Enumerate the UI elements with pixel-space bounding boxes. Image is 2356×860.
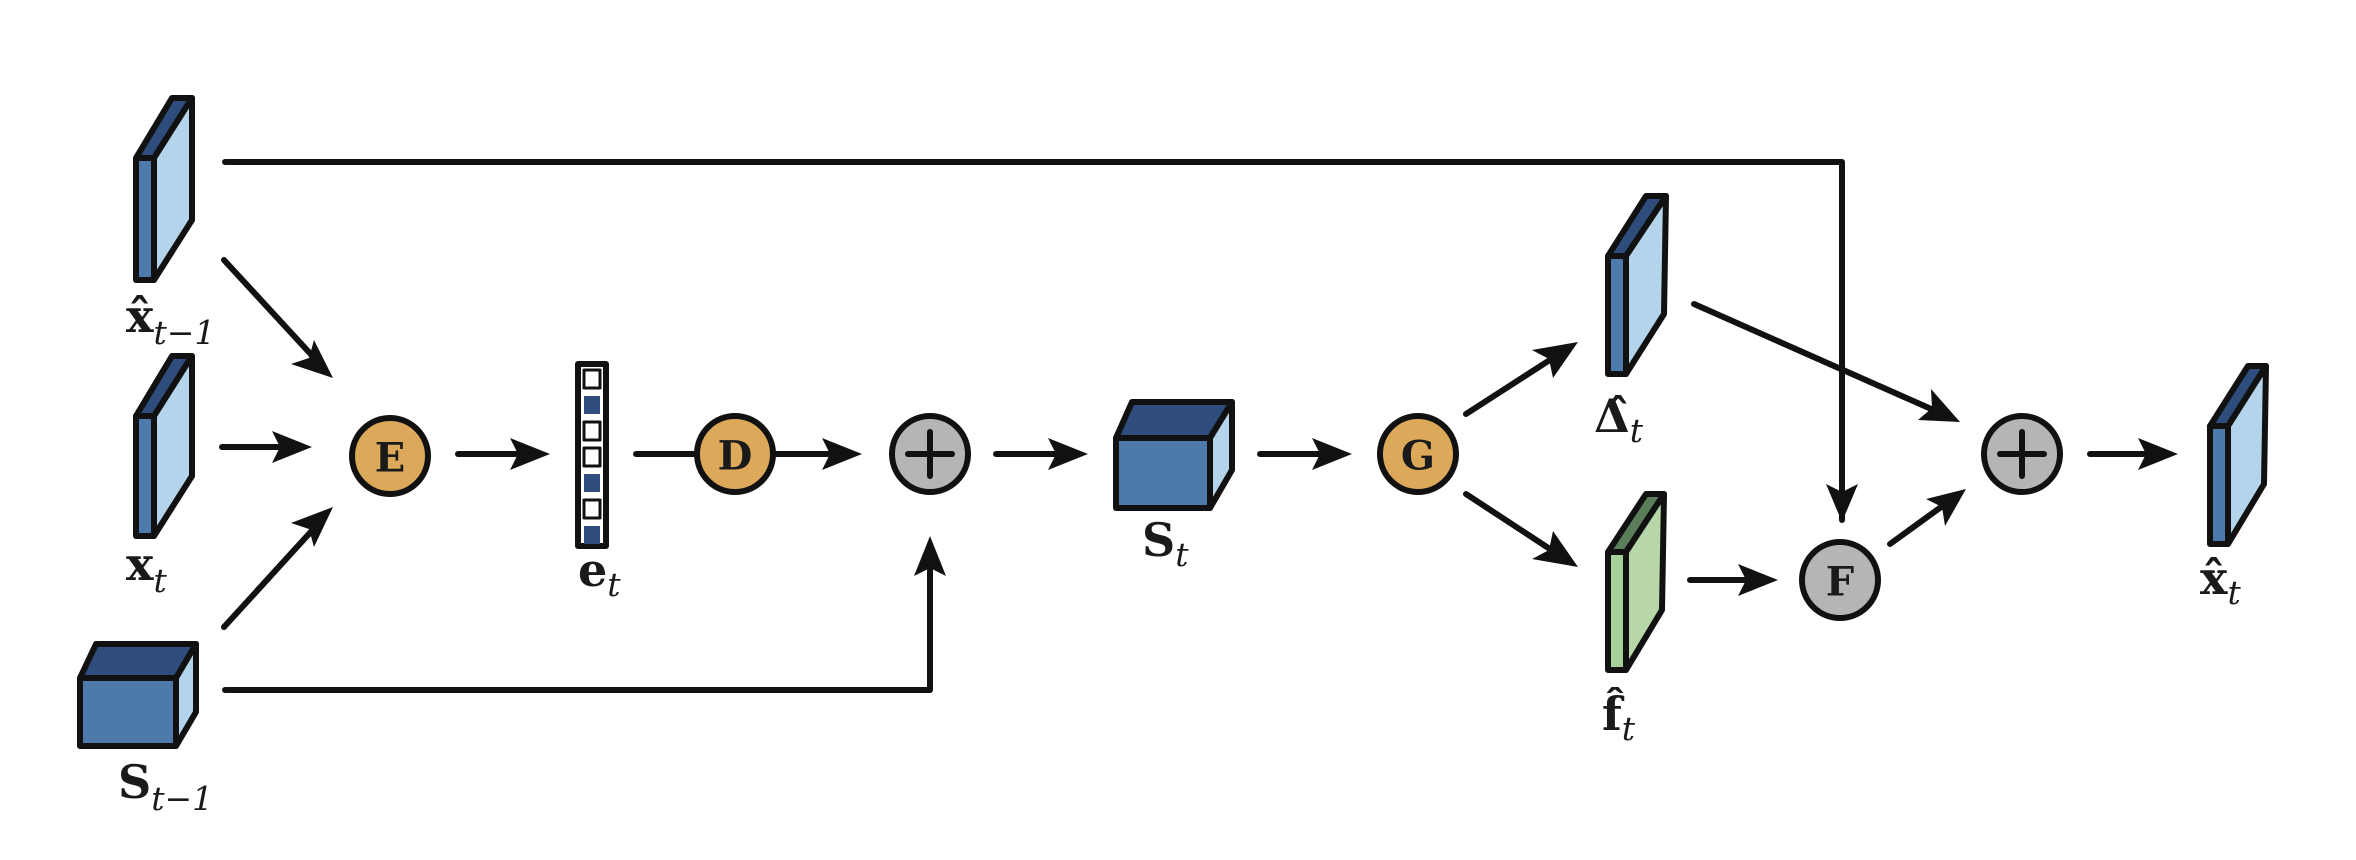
frame-delta-front <box>1605 253 1629 377</box>
node-F: F <box>1799 539 1881 621</box>
state-s-prev-icon <box>77 641 199 749</box>
label-x-hat-t: x̂t <box>2200 551 2241 612</box>
arrowhead-G-to-f <box>1532 531 1578 567</box>
edge-G-to-f <box>1463 491 1559 556</box>
node-F-label: F <box>1826 559 1854 606</box>
label-x-prev: x̂t−1 <box>126 289 215 352</box>
state-s-prev-front <box>77 675 179 749</box>
frame-f-icon <box>1605 491 1667 673</box>
label-f-t: f̂t <box>1602 687 1636 748</box>
code-vector-cell <box>582 420 602 442</box>
edge-sprev-to-E <box>221 521 321 630</box>
label-delta-t: Δ̂t <box>1594 389 1644 450</box>
code-vector-icon <box>575 361 609 549</box>
code-vector-cell <box>584 474 600 492</box>
arrowhead-xprev-to-E <box>291 340 333 378</box>
code-vector-cells <box>582 368 602 544</box>
frame-x-prev-icon <box>133 95 195 283</box>
edge-G-to-delta <box>1463 353 1559 417</box>
node-D: D <box>694 413 776 495</box>
frame-x-prev-front <box>133 155 157 283</box>
arrowhead-xt-to-E <box>272 431 312 463</box>
node-plus1 <box>889 413 971 495</box>
code-vector-cell <box>582 498 602 520</box>
arrowhead-st-to-G <box>1312 438 1352 470</box>
label-s-t: St <box>1142 513 1189 574</box>
arrowhead-F-to-plus2 <box>1926 489 1966 526</box>
arrowhead-delta-to-plus2 <box>1918 389 1960 422</box>
frame-f-front <box>1605 549 1629 673</box>
arrowhead-plus2-to-output <box>2138 438 2178 470</box>
edges <box>219 159 2178 693</box>
edge-xprev-to-F <box>222 159 1845 523</box>
frame-x-hat-icon <box>2207 363 2269 547</box>
node-E-circle <box>349 415 431 497</box>
edge-F-to-plus2 <box>1887 499 1951 547</box>
frame-x-t-icon <box>133 353 195 539</box>
node-plus2 <box>1981 413 2063 495</box>
node-D-circle <box>694 413 776 495</box>
frame-x-hat-front <box>2207 423 2231 547</box>
plus2-glyph <box>1997 429 2047 479</box>
edge-sprev-to-plus1 <box>222 555 933 693</box>
code-vector-cell <box>584 526 600 544</box>
arrowhead-sprev-to-E <box>291 507 333 547</box>
arrowhead-f-to-F <box>1738 564 1778 596</box>
node-G-label: G <box>1401 433 1435 480</box>
node-G-circle <box>1377 413 1459 495</box>
frame-x-t-front <box>133 413 157 539</box>
code-vector-cell <box>584 396 600 414</box>
code-vector-cell <box>582 368 602 390</box>
plus1-glyph <box>905 429 955 479</box>
label-s-prev: St−1 <box>118 755 213 818</box>
node-F-circle <box>1799 539 1881 621</box>
node-E-label: E <box>375 435 406 482</box>
label-x-t: xt <box>126 537 167 600</box>
arrowhead-plus1-to-st <box>1048 438 1088 470</box>
label-e-t: et <box>578 543 621 604</box>
state-s-t-front <box>1113 435 1213 511</box>
edge-delta-to-plus2 <box>1691 301 1941 415</box>
code-vector-cell <box>582 446 602 468</box>
arrowhead-sprev-to-plus1 <box>914 536 946 576</box>
node-D-label: D <box>718 433 753 480</box>
frame-delta-icon <box>1605 193 1669 377</box>
arrowhead-D-to-plus1 <box>822 438 862 470</box>
node-E: E <box>349 415 431 497</box>
arrowhead-xprev-to-F <box>1826 484 1858 522</box>
edge-xprev-to-E <box>221 257 321 365</box>
node-G: G <box>1377 413 1459 495</box>
arrowhead-E-to-code <box>510 438 550 470</box>
arrowhead-G-to-delta <box>1532 342 1578 378</box>
state-s-t-icon <box>1113 399 1235 511</box>
